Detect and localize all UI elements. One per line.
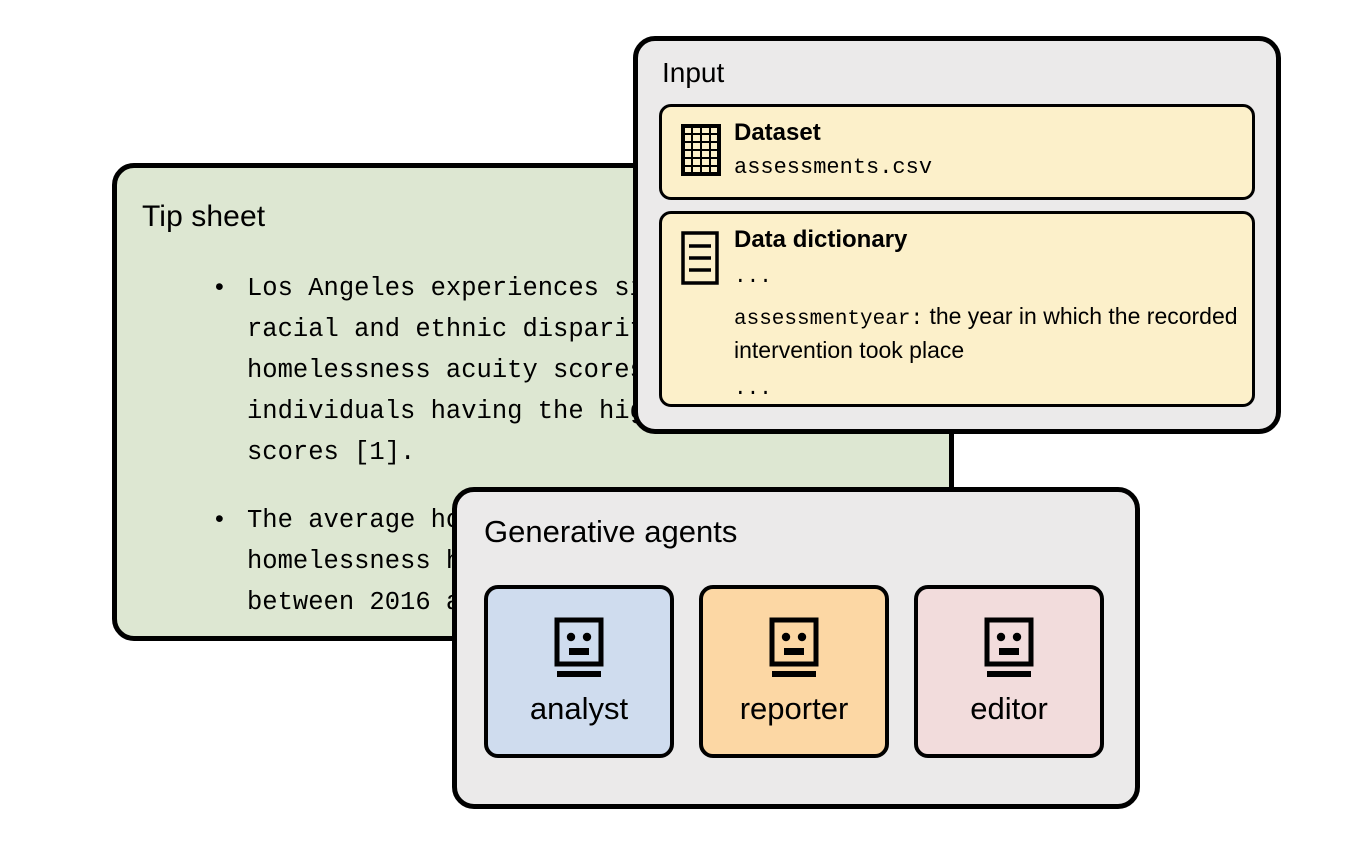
data-dictionary-ellipsis-bottom: ... [734,378,772,401]
input-panel-title: Input [662,57,725,88]
robot-face-icon [551,617,607,686]
data-dictionary-field-description: the year in which the recorded intervent… [734,303,1238,363]
agent-label: editor [970,691,1048,726]
generative-agents-panel: Generative agents analyst [452,487,1140,809]
agent-label: analyst [529,691,629,726]
tip-sheet-title: Tip sheet [142,200,266,233]
data-dictionary-card[interactable]: Data dictionary ... assessmentyear: the … [659,211,1255,407]
data-dictionary-heading: Data dictionary [734,226,908,253]
dataset-heading: Dataset [734,119,821,146]
agent-label: reporter [739,691,849,726]
data-dictionary-separator: : [910,308,924,331]
document-lines-icon [681,231,721,290]
agent-tile-analyst[interactable]: analyst [484,585,674,758]
dataset-card[interactable]: Dataset assessments.csv [659,104,1255,200]
data-dictionary-ellipsis-top: ... [734,266,772,289]
agent-tile-editor[interactable]: editor [914,585,1104,758]
robot-face-icon [766,617,822,686]
generative-agents-title: Generative agents [484,514,738,549]
agent-tiles-row: analyst reporter [484,585,1104,758]
data-dictionary-entry: assessmentyear: the year in which the re… [734,301,1240,366]
agent-tile-reporter[interactable]: reporter [699,585,889,758]
robot-face-icon [981,617,1037,686]
data-dictionary-field-name: assessmentyear [734,308,911,331]
table-grid-icon [681,124,721,181]
input-panel: Input Dataset assessments.csv [633,36,1281,434]
dataset-file-name: assessments.csv [734,155,933,180]
